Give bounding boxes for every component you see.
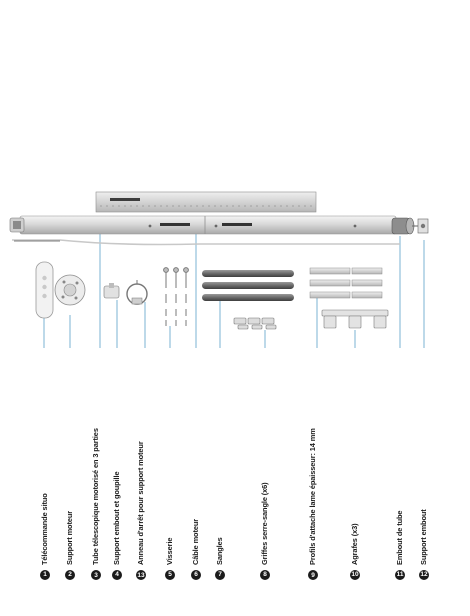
- part-number-badge: 8: [260, 570, 270, 580]
- part-label-text: Embout de tube: [395, 510, 404, 565]
- part-label-text: Télécommande situo: [40, 493, 49, 565]
- clips: [321, 309, 389, 329]
- straps: [202, 270, 294, 301]
- part-label-text: Support embout: [419, 509, 428, 565]
- part-number-badge: 13: [136, 570, 146, 580]
- part-label-text: Agrafes (x3): [350, 523, 359, 565]
- part-label-text: Tube télescopique motorisé en 3 parties: [90, 428, 100, 565]
- strap-claws: [233, 317, 277, 330]
- part-label-clips: 10 Agrafes (x3): [349, 370, 361, 580]
- tube-end-cap: [391, 217, 415, 235]
- end-support: [412, 218, 429, 234]
- stop-ring: [126, 280, 148, 305]
- part-label-text: Câble moteur: [191, 518, 200, 565]
- part-number-badge: 4: [112, 570, 122, 580]
- remote-control: [35, 261, 54, 319]
- part-number-badge: 6: [191, 570, 201, 580]
- part-label-telescopic-tube: 3 Tube télescopique motorisé en 3 partie…: [86, 370, 106, 580]
- part-label-tube-end-cap: 11 Embout de tube: [394, 370, 406, 580]
- part-label-stop-ring: 13 Anneau d'arrêt pour support moteur: [131, 370, 151, 580]
- screws: [163, 267, 189, 326]
- part-label-text: Sangles: [215, 537, 224, 565]
- part-number-badge: 11: [395, 570, 405, 580]
- part-label-text: Griffes serre-sangle (x6): [260, 482, 269, 565]
- part-label-text: Anneau d'arrêt pour support moteur: [135, 441, 145, 565]
- tube-upper-segment: [95, 191, 317, 213]
- part-number-badge: 5: [165, 570, 175, 580]
- part-label-remote: 1 Télécommande situo: [39, 370, 51, 580]
- part-number-badge: 9: [308, 570, 318, 580]
- part-number-badge: 10: [350, 570, 360, 580]
- part-number-badge: 3: [91, 570, 101, 580]
- part-label-slat-profiles: 9 Profils d'attache lame épaisseur: 14 m…: [303, 370, 323, 580]
- part-label-end-support: 4 Support embout et goupille: [111, 370, 123, 580]
- part-number-badge: 1: [40, 570, 50, 580]
- part-label-motor-cable: 6 Câble moteur: [190, 370, 202, 580]
- motor-support: [54, 274, 86, 306]
- slat-profiles: [309, 267, 383, 299]
- part-label-text: Support moteur: [65, 510, 74, 565]
- part-number-badge: 12: [419, 570, 429, 580]
- part-label-screws: 5 Visserie: [164, 370, 176, 580]
- part-label-text: Visserie: [165, 537, 174, 565]
- end-support-and-pin: [103, 283, 120, 299]
- part-number-badge: 2: [65, 570, 75, 580]
- part-label-strap-claws: 8 Griffes serre-sangle (x6): [259, 370, 271, 580]
- motor-cable: [12, 239, 400, 246]
- telescopic-tube: [9, 215, 397, 235]
- part-label-text: Profils d'attache lame épaisseur: 14 mm: [307, 428, 317, 565]
- part-number-badge: 7: [215, 570, 225, 580]
- part-label-motor-support: 2 Support moteur: [64, 370, 76, 580]
- leader-lines: [43, 228, 425, 348]
- part-label-text: Support embout et goupille: [112, 471, 121, 565]
- part-label-end-support-bracket: 12 Support embout: [418, 370, 430, 580]
- part-label-straps: 7 Sangles: [214, 370, 226, 580]
